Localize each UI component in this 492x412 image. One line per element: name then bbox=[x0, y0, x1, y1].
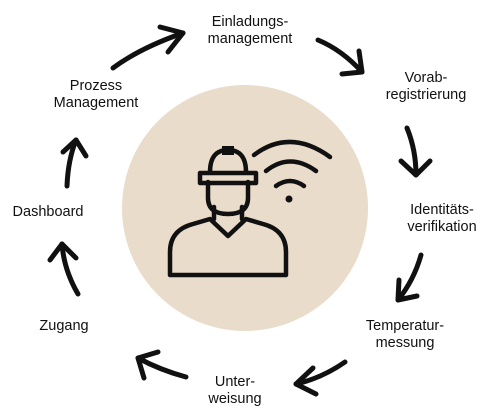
step-label-line1: Vorab- bbox=[404, 70, 448, 86]
wave-medium bbox=[263, 159, 319, 174]
worker-hardhat-wireless-icon bbox=[167, 139, 333, 278]
step-label-line2: Management bbox=[53, 95, 139, 111]
arrow-prozess-to-einladung bbox=[110, 24, 186, 71]
step-label-line1: Einladungs- bbox=[211, 14, 289, 30]
arrow-vorab-to-ident bbox=[398, 125, 433, 178]
arrow-zugang-to-dashboard bbox=[47, 241, 81, 297]
torso-outline bbox=[167, 216, 289, 278]
wave-dot bbox=[285, 195, 293, 203]
step-prozess-management: Prozess Management bbox=[32, 78, 160, 112]
step-label-line2: registrierung bbox=[385, 87, 467, 103]
step-zugang: Zugang bbox=[18, 318, 110, 335]
step-label-line2: messung bbox=[375, 335, 435, 351]
wave-small bbox=[273, 178, 307, 189]
step-label-line1: Dashboard bbox=[12, 204, 84, 220]
arrow-einladung-to-vorab bbox=[315, 37, 365, 77]
arrow-temp-to-unter bbox=[293, 359, 348, 397]
wave-large bbox=[251, 139, 333, 160]
helmet-brim bbox=[197, 170, 259, 186]
step-label-line1: Temperatur- bbox=[365, 318, 445, 334]
arrow-ident-to-temp bbox=[395, 252, 424, 303]
step-temperaturmessung: Temperatur- messung bbox=[344, 318, 466, 352]
step-label-line1: Zugang bbox=[39, 318, 89, 334]
arrow-unter-to-zugang bbox=[135, 349, 189, 381]
helmet-knob bbox=[222, 146, 234, 155]
step-unterweisung: Unter- weisung bbox=[190, 374, 280, 408]
step-einladungsmanagement: Einladungs- management bbox=[185, 14, 315, 48]
step-vorabregistrierung: Vorab- registrierung bbox=[366, 70, 486, 104]
step-label-line1: Prozess bbox=[69, 78, 123, 94]
step-label-line2: verifikation bbox=[407, 219, 477, 235]
step-label-line1: Unter- bbox=[214, 374, 256, 390]
step-label-line1: Identitäts- bbox=[410, 202, 474, 218]
head-outline bbox=[205, 179, 251, 217]
step-identitaetsverifikation: Identitäts- verifikation bbox=[392, 202, 492, 236]
step-label-line2: weisung bbox=[208, 391, 262, 407]
step-label-line2: management bbox=[207, 31, 293, 47]
step-dashboard: Dashboard bbox=[0, 204, 96, 221]
cycle-arrows bbox=[47, 24, 433, 397]
arrow-dashboard-to-prozess bbox=[60, 137, 89, 189]
